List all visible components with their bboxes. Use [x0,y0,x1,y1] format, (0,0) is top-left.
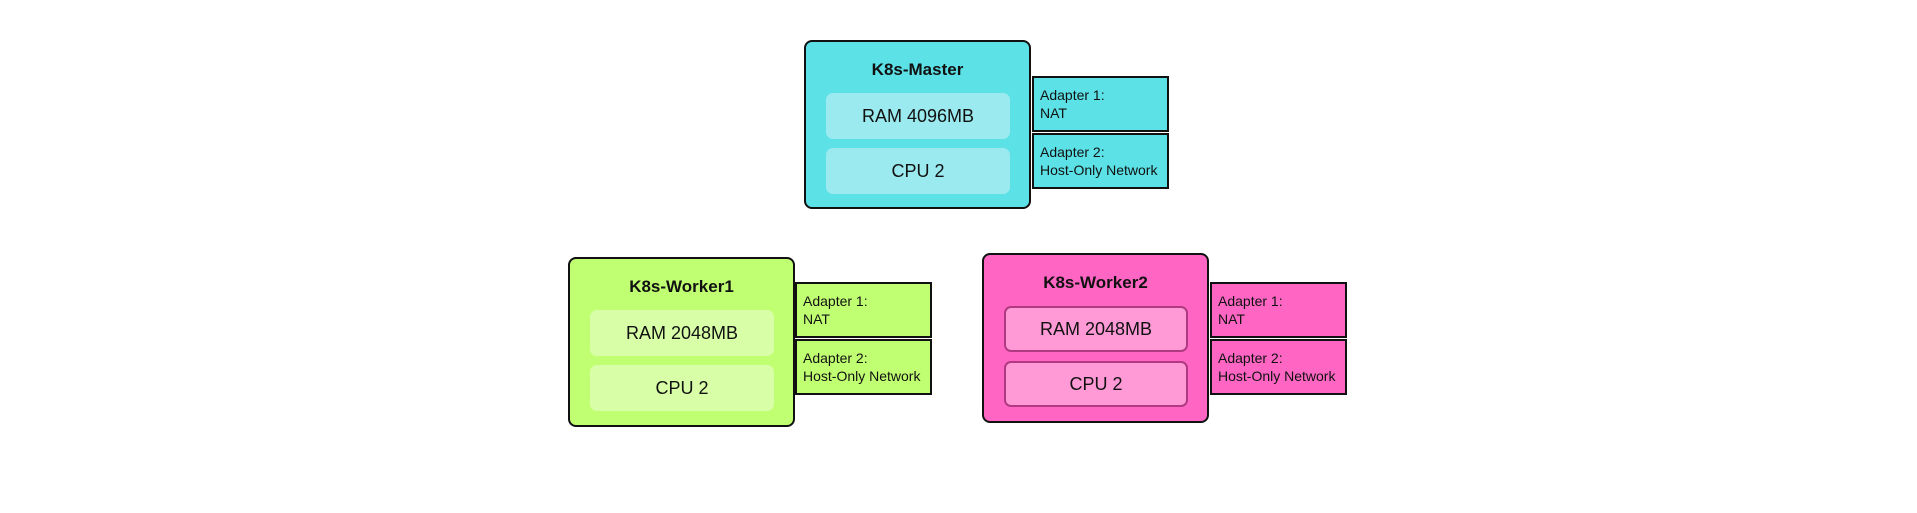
master-adapter-1-box: Adapter 1: NAT [1032,76,1169,132]
master-adapter-1-value: NAT [1040,105,1067,121]
worker2-adapter-2-box: Adapter 2: Host-Only Network [1210,339,1347,395]
worker2-adapter-1-label: Adapter 1: [1218,293,1283,309]
worker2-adapter-1-box: Adapter 1: NAT [1210,282,1347,338]
master-adapter-2-box: Adapter 2: Host-Only Network [1032,133,1169,189]
worker2-adapter-2-label: Adapter 2: [1218,350,1283,366]
worker2-cpu-box: CPU 2 [1004,361,1188,407]
master-adapter-1-label: Adapter 1: [1040,87,1105,103]
worker1-adapter-2-value: Host-Only Network [803,368,921,384]
master-adapter-2-label: Adapter 2: [1040,144,1105,160]
master-ram-box: RAM 4096MB [826,93,1010,139]
worker1-adapter-1-value: NAT [803,311,830,327]
worker1-ram-box: RAM 2048MB [590,310,774,356]
worker1-node-title: K8s-Worker1 [629,277,734,296]
worker2-node-title: K8s-Worker2 [1043,273,1148,292]
master-adapter-2-value: Host-Only Network [1040,162,1158,178]
worker1-adapter-2-box: Adapter 2: Host-Only Network [795,339,932,395]
worker2-adapter-2-value: Host-Only Network [1218,368,1336,384]
worker1-cpu-box: CPU 2 [590,365,774,411]
worker1-adapter-1-box: Adapter 1: NAT [795,282,932,338]
worker2-adapter-1-value: NAT [1218,311,1245,327]
worker2-ram-box: RAM 2048MB [1004,306,1188,352]
master-node-title: K8s-Master [871,60,964,79]
master-node-box: K8s-Master RAM 4096MB CPU 2 [804,40,1031,209]
master-cpu-box: CPU 2 [826,148,1010,194]
worker1-adapter-2-label: Adapter 2: [803,350,868,366]
worker1-node-box: K8s-Worker1 RAM 2048MB CPU 2 [568,257,795,427]
worker2-node-box: K8s-Worker2 RAM 2048MB CPU 2 [982,253,1209,423]
worker1-adapter-1-label: Adapter 1: [803,293,868,309]
